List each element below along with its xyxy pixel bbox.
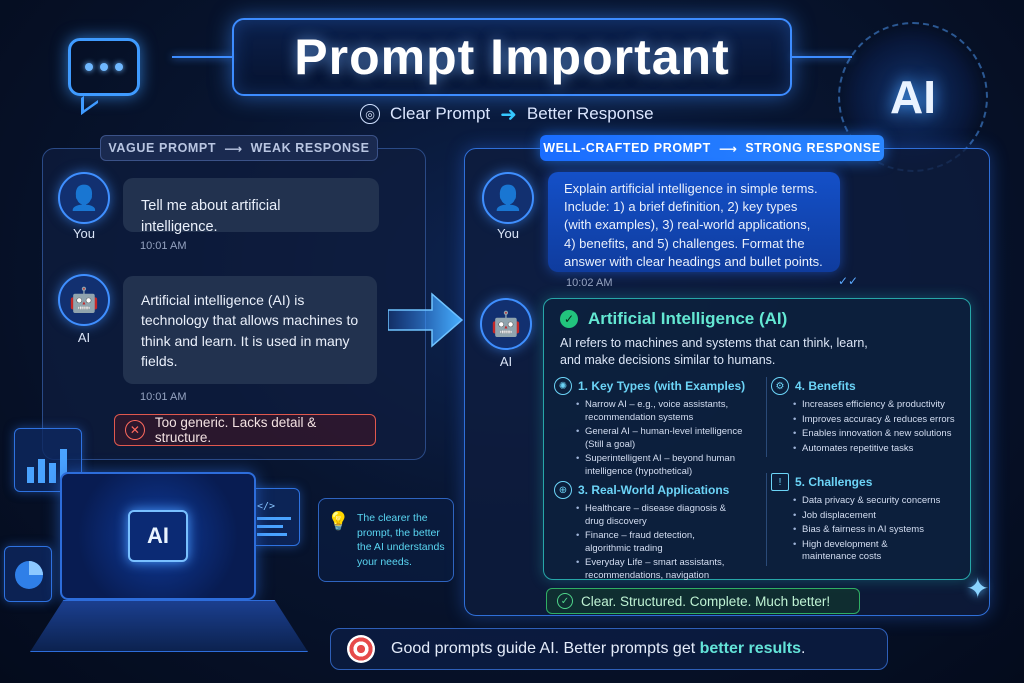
section-title: 3. Real-World Applications xyxy=(578,483,730,497)
crafted-tag: WELL-CRAFTED PROMPT ⟶ STRONG RESPONSE xyxy=(540,135,884,161)
vague-tag-right: WEAK RESPONSE xyxy=(250,141,370,155)
svg-text:</>: </> xyxy=(257,501,275,512)
list-item: Increases efficiency & productivity xyxy=(793,399,966,412)
target-small-icon: ◎ xyxy=(360,104,380,124)
ai-label: AI xyxy=(77,330,91,345)
section-benefits: ⚙ 4. Benefits Increases efficiency & pro… xyxy=(766,377,966,458)
lightbulb-icon: 💡 xyxy=(327,511,350,531)
list-item: General AI – human-level intelligence (S… xyxy=(576,426,744,451)
list-item: Enables innovation & new solutions xyxy=(793,428,966,441)
tip-text: The clearer the prompt, the better the A… xyxy=(357,512,445,569)
subtitle-left: Clear Prompt xyxy=(390,104,491,123)
list-item: Everyday Life – smart assistants, recomm… xyxy=(576,557,734,582)
list-item: Job displacement xyxy=(793,510,941,523)
user-message-bubble: Tell me about artificial intelligence. xyxy=(123,178,379,235)
ai-message-bubble: Artificial intelligence (AI) is technolo… xyxy=(123,276,377,384)
user-timestamp: 10:01 AM xyxy=(140,240,187,252)
ai-timestamp: 10:01 AM xyxy=(140,391,187,403)
section-title: 5. Challenges xyxy=(795,475,873,489)
footer-bar: Good prompts guide AI. Better prompts ge… xyxy=(330,628,888,670)
tag-arrow-icon: ⟶ xyxy=(718,141,738,156)
response-definition: AI refers to machines and systems that c… xyxy=(560,336,868,367)
chat-bubble-icon xyxy=(68,38,140,96)
user-icon: 👤 xyxy=(482,172,534,224)
title-banner: Prompt Important xyxy=(172,18,852,96)
code-card-icon: </> xyxy=(248,488,300,546)
response-header: ✓ Artificial Intelligence (AI) xyxy=(560,309,787,329)
pie-chart-card-icon xyxy=(4,546,52,602)
gear-icon: ⚙ xyxy=(771,377,789,395)
list-item: Bias & fairness in AI systems xyxy=(793,524,941,537)
ai-label: AI xyxy=(499,354,513,369)
laptop-keyboard xyxy=(30,600,308,652)
tag-arrow-icon: ⟶ xyxy=(224,141,243,156)
user-label: You xyxy=(73,226,95,241)
target-icon xyxy=(347,635,375,663)
footer-text-end: . xyxy=(800,640,806,657)
subtitle-row: ◎ Clear Prompt ➜ Better Response xyxy=(360,100,680,128)
big-arrow-icon xyxy=(388,292,464,348)
tip-box: 💡 The clearer the prompt, the better the… xyxy=(318,498,454,582)
list-item: Data privacy & security concerns xyxy=(793,495,941,508)
list-item: Narrow AI – e.g., voice assistants, reco… xyxy=(576,399,744,424)
ai-chip-icon: AI xyxy=(128,510,188,562)
section-challenges: ! 5. Challenges Data privacy & security … xyxy=(766,473,966,566)
double-check-icon: ✓✓ xyxy=(838,274,859,288)
robot-icon: 🤖 xyxy=(58,274,110,326)
globe-icon: ⊕ xyxy=(554,481,572,499)
list-item: Healthcare – disease diagnosis & drug di… xyxy=(576,503,734,528)
section-key-types: ✺ 1. Key Types (with Examples) Narrow AI… xyxy=(554,377,764,480)
warning-icon: ! xyxy=(771,473,789,491)
section-applications: ⊕ 3. Real-World Applications Healthcare … xyxy=(554,481,764,584)
section-title: 1. Key Types (with Examples) xyxy=(578,379,746,393)
page-title: Prompt Important xyxy=(294,29,730,85)
list-item: Automates repetitive tasks xyxy=(793,443,966,456)
list-item: High development & maintenance costs xyxy=(793,539,941,564)
check-circle-icon: ✓ xyxy=(557,593,573,609)
footer-highlight: better results xyxy=(699,640,801,657)
issue-badge: ✕ Too generic. Lacks detail & structure. xyxy=(114,414,376,446)
crafted-tag-right: STRONG RESPONSE xyxy=(745,141,881,155)
footer-text-main: Good prompts guide AI. Better prompts ge… xyxy=(391,640,700,657)
footer-text: Good prompts guide AI. Better prompts ge… xyxy=(391,640,805,658)
section-title: 4. Benefits xyxy=(795,379,856,393)
sparkle-icon: ✦ xyxy=(966,573,990,604)
list-item: Finance – fraud detection, algorithmic t… xyxy=(576,530,734,555)
check-circle-icon: ✓ xyxy=(560,310,578,328)
brain-small-icon: ✺ xyxy=(554,377,572,395)
ai-response-card: ✓ Artificial Intelligence (AI) AI refers… xyxy=(543,298,971,581)
issue-text: Too generic. Lacks detail & structure. xyxy=(154,415,317,445)
list-item: Improves accuracy & reduces errors xyxy=(793,414,966,427)
user-label: You xyxy=(497,226,519,241)
x-circle-icon: ✕ xyxy=(125,420,145,440)
list-item: Superintelligent AI – beyond human intel… xyxy=(576,453,744,478)
response-title: Artificial Intelligence (AI) xyxy=(588,309,788,328)
arrow-right-icon: ➜ xyxy=(500,103,517,126)
subtitle-right: Better Response xyxy=(526,104,654,123)
crafted-user-message-bubble: Explain artificial intelligence in simpl… xyxy=(548,172,840,272)
robot-icon: 🤖 xyxy=(480,298,532,350)
crafted-user-timestamp: 10:02 AM xyxy=(566,277,613,289)
success-text: Clear. Structured. Complete. Much better… xyxy=(581,593,831,609)
vague-tag-left: VAGUE PROMPT xyxy=(108,141,217,155)
success-badge: ✓ Clear. Structured. Complete. Much bett… xyxy=(546,588,860,614)
user-icon: 👤 xyxy=(58,172,110,224)
laptop-screen: AI xyxy=(60,472,256,600)
brain-label: AI xyxy=(890,71,936,123)
vague-tag: VAGUE PROMPT ⟶ WEAK RESPONSE xyxy=(100,135,378,161)
crafted-tag-left: WELL-CRAFTED PROMPT xyxy=(543,141,711,155)
